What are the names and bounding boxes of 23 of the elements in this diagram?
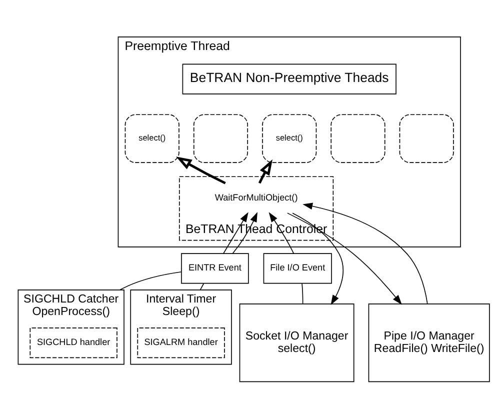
node-box (399, 114, 454, 163)
node-box: select() (124, 114, 180, 163)
node-box: BeTRAN Non-Preemptive Theads (182, 64, 396, 94)
node-box: Socket I/O Manager select() (239, 304, 354, 382)
node-box: Pipe I/O Manager ReadFile() WriteFile() (368, 304, 490, 382)
arrow (176, 156, 226, 184)
node-box: select() (262, 114, 317, 163)
arrow (302, 202, 428, 304)
node-box (330, 114, 386, 163)
node-box: SIGALRM handler (137, 328, 225, 358)
arrow (292, 212, 344, 306)
arrow (287, 212, 402, 305)
connector (119, 271, 182, 290)
node-box: EINTR Event (181, 253, 249, 284)
arrow (258, 159, 272, 184)
arrow (223, 212, 248, 254)
node-text: WaitForMultiObject() (214, 192, 298, 202)
connector (200, 283, 204, 290)
node-box: SIGCHLD handler (30, 328, 118, 358)
node-box: File I/O Event (263, 253, 332, 284)
node-box (193, 114, 248, 163)
arrow (232, 212, 258, 254)
connector (302, 283, 304, 304)
